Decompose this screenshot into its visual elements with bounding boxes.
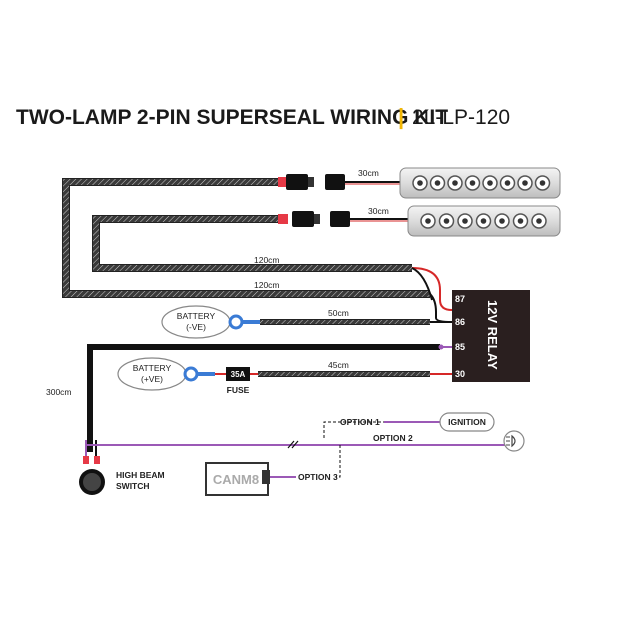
fuse-rating: 35A xyxy=(231,370,246,379)
battery-neg-line1: BATTERY xyxy=(177,311,216,321)
lamp2-lead-length: 30cm xyxy=(368,206,389,216)
option3-wire xyxy=(268,445,341,478)
led-emitter xyxy=(480,218,487,224)
lamp1-connector xyxy=(278,174,405,190)
led-emitter xyxy=(539,180,546,186)
led-emitter xyxy=(417,180,423,186)
relay-pin-87: 87 xyxy=(455,294,465,304)
lamp1-harness xyxy=(62,178,430,298)
led-emitter xyxy=(425,218,431,224)
relay: 87 86 85 30 12V RELAY xyxy=(452,290,530,382)
canm8-label: CANM8 xyxy=(213,472,259,487)
lamp1-run-length: 120cm xyxy=(254,280,280,290)
light-bar-2 xyxy=(407,205,561,237)
battery-pos-line2: (+VE) xyxy=(141,374,163,384)
lamp2-connector xyxy=(278,211,408,227)
relay-pin-86: 86 xyxy=(455,317,465,327)
option2-wire xyxy=(85,440,505,449)
led-emitter xyxy=(469,180,476,186)
led-emitter xyxy=(443,218,450,224)
switch-label-line1: HIGH BEAM xyxy=(116,470,165,480)
switch-run-length: 300cm xyxy=(46,387,72,397)
led-emitter xyxy=(536,218,542,224)
battery-neg-line2: (-VE) xyxy=(186,322,206,332)
high-beam-switch xyxy=(79,440,105,495)
led-emitter xyxy=(487,180,493,186)
high-beam-icon xyxy=(503,430,525,452)
lamp2-run-length: 120cm xyxy=(254,255,280,265)
fuse-label: FUSE xyxy=(227,385,250,395)
relay-pin-85: 85 xyxy=(455,342,465,352)
ignition-tag: IGNITION xyxy=(439,412,495,432)
option1-wire xyxy=(323,421,440,438)
option2-label: OPTION 2 xyxy=(373,433,413,443)
battery-positive: BATTERY (+VE) xyxy=(117,357,452,391)
led-emitter xyxy=(522,180,528,186)
lamp2-harness xyxy=(92,215,412,272)
lamp1-lead-length: 30cm xyxy=(358,168,379,178)
switch-feed-wire xyxy=(87,344,452,452)
ignition-label: IGNITION xyxy=(448,417,486,427)
battery-negative: BATTERY (-VE) xyxy=(161,305,452,339)
led-emitter xyxy=(517,218,524,224)
battery-neg-length: 50cm xyxy=(328,308,349,318)
relay-label: 12V RELAY xyxy=(485,300,500,370)
battery-pos-length: 45cm xyxy=(328,360,349,370)
title-separator: | xyxy=(398,104,404,129)
product-code: 2L-LP-120 xyxy=(412,106,510,129)
switch-label-line2: SWITCH xyxy=(116,481,150,491)
led-emitter xyxy=(499,218,505,224)
led-emitter xyxy=(462,218,468,224)
battery-pos-line1: BATTERY xyxy=(133,363,172,373)
light-bar-1 xyxy=(399,167,561,199)
led-emitter xyxy=(452,180,458,186)
diagram-title: TWO-LAMP 2-PIN SUPERSEAL WIRING KIT xyxy=(16,106,448,129)
canm8-module: CANM8 xyxy=(205,462,270,496)
relay-pin-30: 30 xyxy=(455,369,465,379)
option3-label: OPTION 3 xyxy=(298,472,338,482)
option1-label: OPTION 1 xyxy=(340,417,380,427)
led-emitter xyxy=(434,180,441,186)
led-emitter xyxy=(504,180,511,186)
title-block: TWO-LAMP 2-PIN SUPERSEAL WIRING KIT | 2L… xyxy=(16,104,510,129)
